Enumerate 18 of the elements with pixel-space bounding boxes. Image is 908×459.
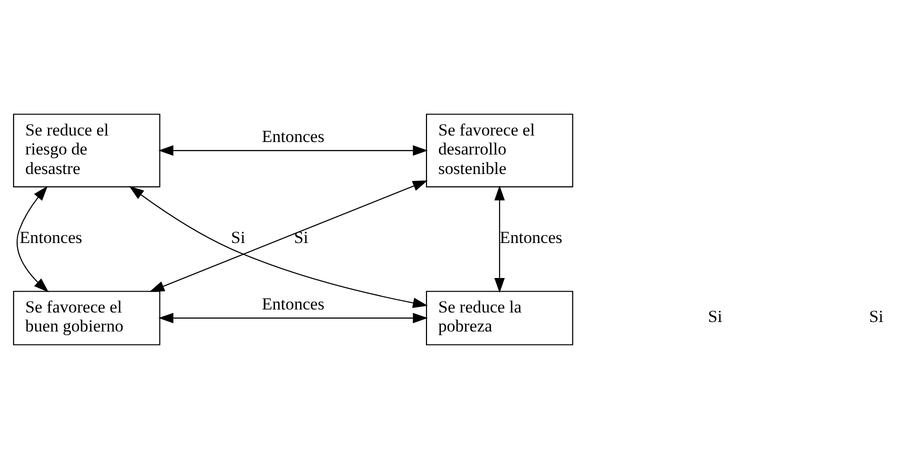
arrow bbox=[494, 185, 504, 293]
arrow bbox=[158, 312, 428, 324]
edge-label: Entonces bbox=[19, 228, 82, 248]
node-box: Se favorece el desarrollo sostenible bbox=[425, 114, 573, 188]
edge-label: Entonces bbox=[261, 126, 324, 146]
arrow bbox=[148, 180, 428, 292]
arrow bbox=[16, 186, 48, 292]
node-box: Se favorece el buen gobierno bbox=[12, 290, 160, 346]
label: Si bbox=[707, 307, 722, 326]
edge-label: Entonces bbox=[499, 228, 562, 248]
arrow bbox=[128, 186, 428, 308]
edge-label: Si bbox=[294, 228, 308, 248]
arrow bbox=[158, 145, 428, 156]
node-box: Se reduce la pobreza bbox=[425, 290, 573, 346]
edge-label: Si bbox=[230, 228, 245, 248]
edge-label: Entonces bbox=[261, 294, 324, 314]
label: Si bbox=[868, 307, 883, 326]
node-box: Se reduce el riesgo de desastre bbox=[12, 114, 160, 188]
